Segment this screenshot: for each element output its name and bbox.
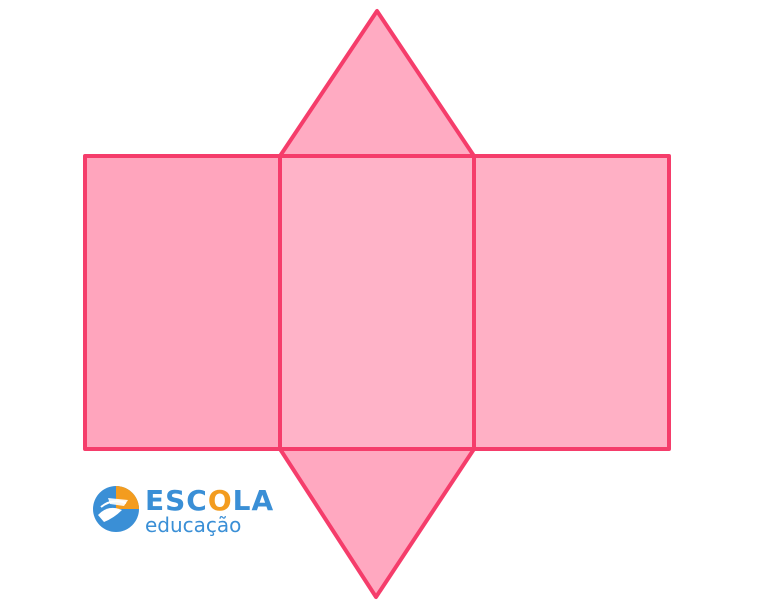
right-rectangle-face <box>472 154 671 451</box>
center-rectangle-face <box>278 154 476 451</box>
left-rectangle-face <box>83 154 282 451</box>
top-triangle-face <box>278 9 476 158</box>
escola-educacao-logo: ESCOLA educação <box>93 484 274 537</box>
prism-net <box>83 9 671 599</box>
logo-emblem-icon <box>93 486 139 532</box>
logo-brand-text: ESCOLA <box>145 484 274 517</box>
bottom-triangle-face <box>278 447 476 599</box>
logo-subtitle-text: educação <box>145 513 241 537</box>
